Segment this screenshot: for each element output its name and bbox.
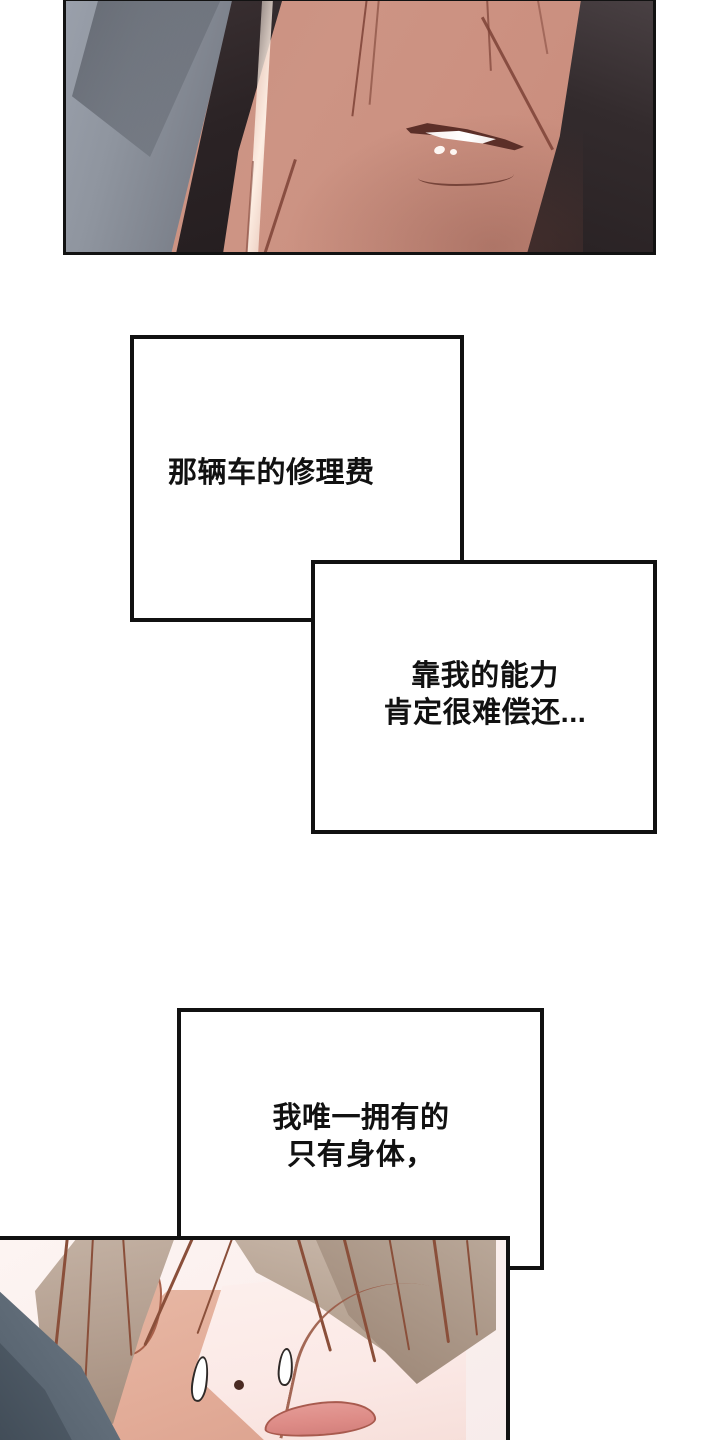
caption-overlap-seam — [315, 564, 461, 619]
caption-text-repair-cost: 那辆车的修理费 — [168, 457, 375, 489]
eye-hint — [234, 1380, 244, 1390]
caption-text-only-body: 我唯一拥有的 只有身体， — [272, 1102, 450, 1172]
panel-bottom-closeup — [0, 1236, 510, 1440]
panel-top-artwork — [66, 1, 653, 252]
eye — [406, 119, 524, 156]
caption-box-only-body — [177, 1008, 544, 1270]
panel-top-closeup — [63, 0, 656, 255]
panel-bottom-artwork — [0, 1240, 506, 1440]
caption-text-cannot-repay: 靠我的能力 肯定很难偿还... — [383, 660, 587, 730]
tear-glint-small — [450, 149, 457, 155]
under-eye-line — [418, 166, 514, 186]
